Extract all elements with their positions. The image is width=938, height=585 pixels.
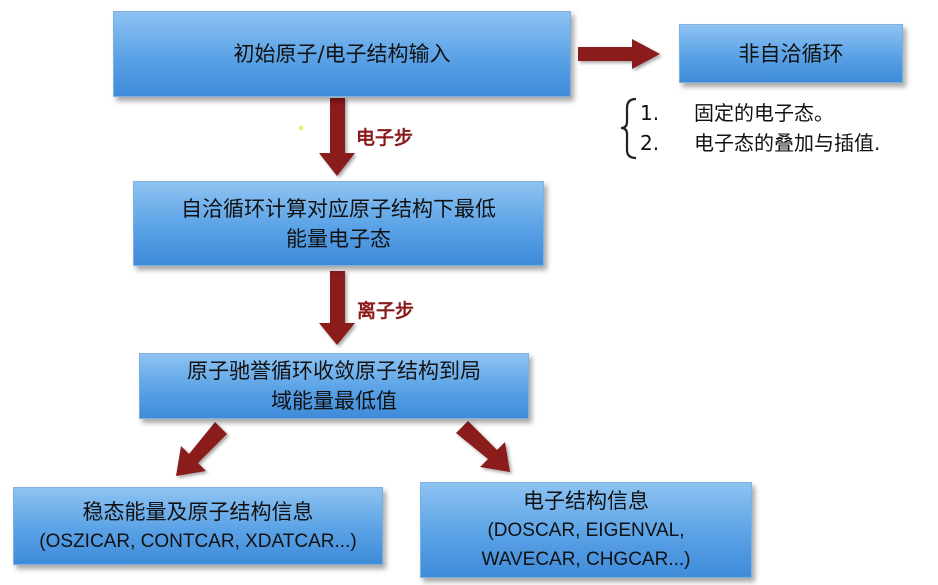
list-item-text: 电子态的叠加与插值. [694,131,881,155]
electronic-structure-title: 电子结构信息 [523,489,649,513]
arrow-diag-left [176,422,227,476]
relax-box-line1: 原子驰誉循环收敛原子结构到局 [187,359,481,383]
electronic-structure-files-line1: (DOSCAR, EIGENVAL, [487,520,685,541]
electron-step-label: 电子步 [356,127,414,149]
nonscf-list: 1. 固定的电子态。 2. 电子态的叠加与插值. [640,98,880,158]
list-item-number: 1. [640,101,660,125]
decor-dot [298,125,304,131]
steady-state-files: (OSZICAR, CONTCAR, XDATCAR...) [39,530,357,552]
relax-box: 原子驰誉循环收敛原子结构到局 域能量最低值 [139,353,529,419]
input-box-text: 初始原子/电子结构输入 [233,42,451,66]
scf-box-line1: 自洽循环计算对应原子结构下最低 [181,196,496,221]
arrow-down-electron-step [319,98,355,176]
relax-box-line2: 域能量最低值 [271,389,397,413]
steady-state-title: 稳态能量及原子结构信息 [82,499,314,524]
list-bracket [620,97,637,160]
input-box: 初始原子/电子结构输入 [113,11,571,97]
ion-step-label: 离子步 [357,300,415,322]
nonscf-box: 非自洽循环 [679,24,903,83]
electronic-structure-box: 电子结构信息 (DOSCAR, EIGENVAL, WAVECAR, CHGCA… [420,482,752,578]
arrow-diag-right [456,421,510,472]
scf-box-line2: 能量电子态 [286,226,391,251]
arrow-down-ion-step [319,271,355,345]
list-item: 2. 电子态的叠加与插值. [640,128,880,158]
list-item: 1. 固定的电子态。 [640,98,880,128]
scf-box: 自洽循环计算对应原子结构下最低 能量电子态 [133,181,544,266]
list-item-text: 固定的电子态。 [694,101,834,125]
steady-state-box: 稳态能量及原子结构信息 (OSZICAR, CONTCAR, XDATCAR..… [13,487,383,565]
arrow-right [578,39,660,69]
list-item-number: 2. [640,131,660,155]
electronic-structure-files-line2: WAVECAR, CHGCAR...) [481,549,691,570]
nonscf-box-text: 非自洽循环 [738,41,844,66]
